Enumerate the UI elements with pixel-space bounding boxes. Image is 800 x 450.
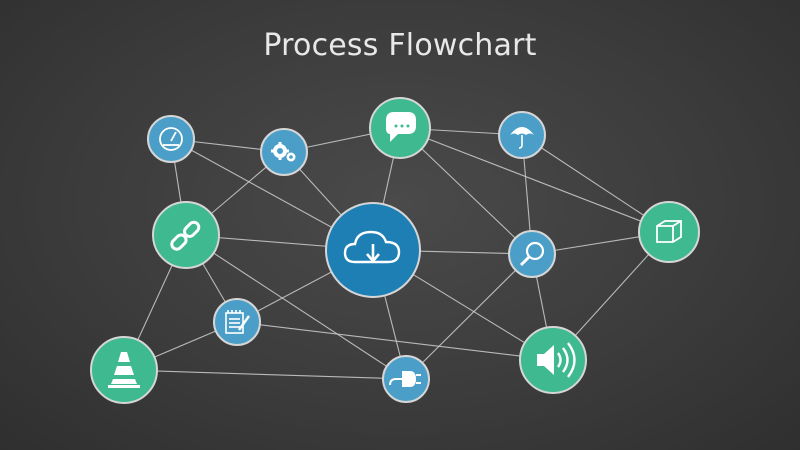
magnifier-icon xyxy=(519,241,545,267)
edge-search-plug xyxy=(405,253,533,380)
speedometer-icon xyxy=(159,127,183,151)
edge-link-plug xyxy=(185,234,407,380)
edge-chat-cube xyxy=(399,127,670,233)
node-notes[interactable] xyxy=(213,298,261,346)
cloud-download-icon xyxy=(343,230,401,264)
chain-link-icon xyxy=(170,220,201,251)
edge-cone-plug xyxy=(123,369,407,380)
umbrella-icon xyxy=(510,127,534,149)
node-link[interactable] xyxy=(152,201,220,269)
traffic-cone-icon xyxy=(108,352,140,388)
node-plug[interactable] xyxy=(382,355,430,403)
speech-bubble-icon xyxy=(386,112,416,142)
speaker-icon xyxy=(537,342,576,378)
node-gauge[interactable] xyxy=(147,115,195,163)
node-umbrella[interactable] xyxy=(498,111,546,159)
node-speaker[interactable] xyxy=(519,326,587,394)
node-chat[interactable] xyxy=(369,97,431,159)
node-gears[interactable] xyxy=(260,128,308,176)
notepad-pencil-icon xyxy=(225,310,250,334)
gears-icon xyxy=(271,142,296,162)
node-search[interactable] xyxy=(508,230,556,278)
edge-notes-speaker xyxy=(236,321,554,361)
node-cloud[interactable] xyxy=(325,202,421,298)
plug-icon xyxy=(389,371,421,387)
node-cube[interactable] xyxy=(638,201,700,263)
diagram-title: Process Flowchart xyxy=(263,28,537,63)
cube-icon xyxy=(656,220,682,243)
node-cone[interactable] xyxy=(90,336,158,404)
